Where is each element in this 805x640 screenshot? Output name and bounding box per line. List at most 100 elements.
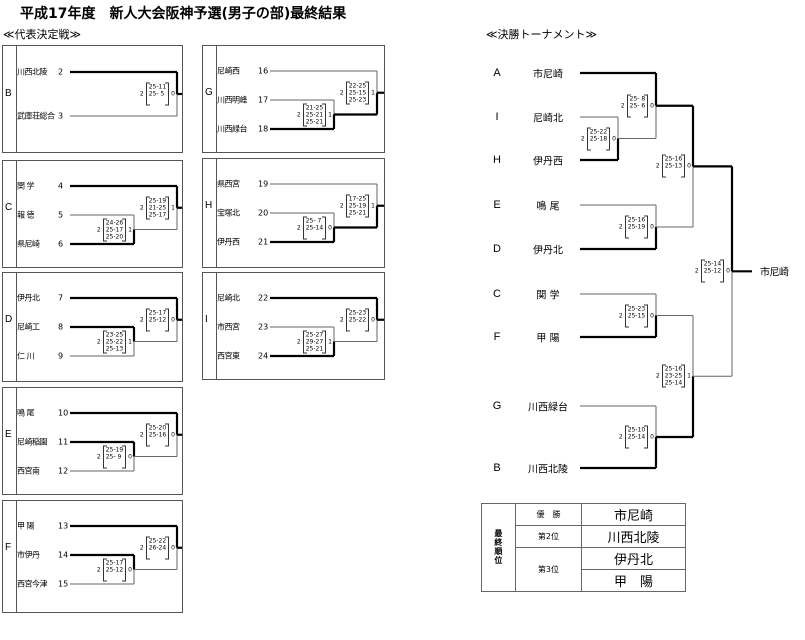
tournament-team-name: 伊丹北 (533, 245, 563, 257)
sets-won-left: 2 (296, 111, 301, 118)
divider (16, 388, 17, 494)
sets-won-right: 0 (650, 312, 654, 319)
team-name: 尼崎稲園 (17, 437, 48, 447)
sets-won-left: 2 (296, 224, 301, 231)
sets-won-right: 0 (171, 90, 175, 98)
set-score-line: 24-26 (105, 219, 124, 226)
divider (16, 161, 17, 267)
sets-won-left: 2 (96, 453, 101, 460)
divider (16, 501, 17, 612)
set-score-line: 29-27 (305, 338, 324, 345)
team-seed-number: 20 (258, 208, 269, 218)
block-d (2, 272, 183, 382)
set-score-line: 25-19 (148, 197, 167, 205)
set-score-line: 25-22 (348, 316, 367, 324)
team-name: 県西宮 (217, 179, 240, 189)
sets-won-right: 0 (171, 431, 175, 439)
divider (16, 46, 17, 152)
sets-won-left: 2 (139, 204, 144, 212)
set-score-line: 25-21 (305, 111, 324, 118)
team-name: 関 学 (17, 181, 35, 191)
sets-won-right: 0 (128, 453, 132, 460)
set-score-line: 25-23 (627, 305, 646, 312)
set-score-line: 25-22 (148, 537, 167, 545)
divider (16, 273, 17, 381)
sets-won-right: 1 (371, 89, 375, 97)
sets-won-right: 1 (687, 372, 691, 380)
team-name: 市伊丹 (17, 550, 40, 560)
team-name: 鳴 尾 (17, 408, 35, 418)
set-score-line: 25-18 (589, 135, 608, 142)
divider (216, 46, 217, 152)
sets-won-right: 0 (726, 267, 730, 275)
tournament-seed-letter: F (493, 331, 501, 343)
block-f (2, 500, 183, 613)
sets-won-right: 1 (328, 338, 332, 345)
block-c (2, 160, 183, 268)
standings-row: 第3位 伊丹北 (482, 547, 686, 592)
rank-team: 伊丹北 (581, 547, 686, 570)
sets-won-left: 2 (580, 135, 585, 142)
tournament-seed-letter: H (493, 154, 501, 166)
sets-won-left: 2 (339, 316, 344, 324)
divider (216, 159, 217, 267)
sets-won-right: 1 (171, 204, 175, 212)
sets-won-right: 0 (371, 316, 375, 324)
set-score-line: 25- 8 (629, 95, 646, 103)
team-name: 仁 川 (17, 351, 35, 361)
team-name: 川西北陵 (17, 67, 48, 77)
block-letter: B (5, 88, 12, 99)
team-seed-number: 21 (258, 237, 269, 247)
set-score-line: 25-20 (105, 233, 124, 240)
team-seed-number: 2 (58, 67, 64, 77)
sets-won-left: 2 (339, 202, 344, 210)
team-seed-number: 14 (58, 550, 69, 560)
team-name: 甲 陽 (17, 521, 35, 531)
sets-won-right: 0 (328, 224, 332, 231)
sets-won-right: 0 (687, 162, 691, 170)
block-e (2, 387, 183, 495)
sets-won-left: 2 (96, 226, 101, 233)
team-seed-number: 13 (58, 521, 69, 531)
divider (216, 273, 217, 379)
tournament-seed-letter: C (493, 288, 501, 300)
team-seed-number: 12 (58, 466, 69, 476)
block-g (202, 45, 385, 153)
sets-won-right: 0 (650, 223, 654, 231)
sets-won-right: 0 (171, 316, 175, 324)
team-name: 尼崎北 (217, 293, 240, 303)
team-name: 西宮今津 (17, 579, 48, 589)
set-score-line: 25-12 (703, 267, 722, 275)
set-score-line: 25-14 (305, 224, 324, 231)
team-name: 伊丹西 (217, 237, 240, 247)
rank-label: 優 勝 (514, 503, 583, 526)
tournament-team-name: 甲 陽 (536, 333, 560, 345)
team-name: 川西明峰 (217, 95, 248, 105)
set-score-line: 25-13 (105, 345, 124, 352)
set-score-line: 25-17 (105, 559, 124, 566)
standings-row: 最終順位 優 勝 市尼崎 (481, 503, 686, 592)
block-letter: H (205, 200, 213, 211)
set-score-line: 25-16 (664, 155, 683, 163)
sets-won-left: 2 (139, 544, 144, 552)
set-score-line: 25- 6 (629, 102, 646, 110)
team-name: 県尼崎 (17, 239, 40, 249)
